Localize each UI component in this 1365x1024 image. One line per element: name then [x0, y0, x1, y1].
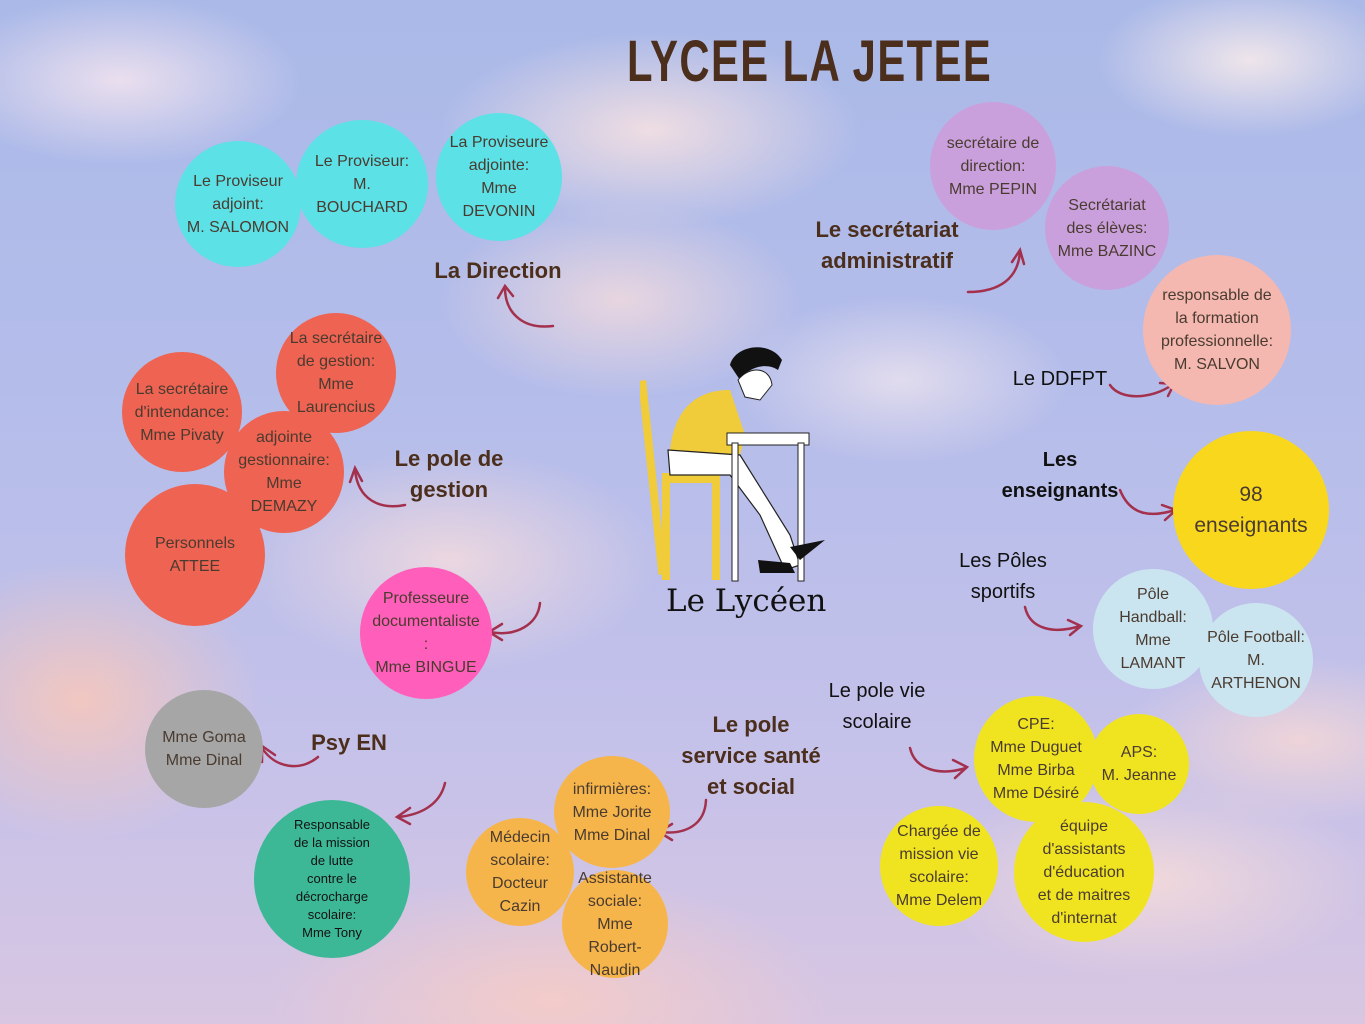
student-at-desk-illustration [640, 347, 825, 582]
center-label: Le Lycéen [666, 583, 827, 619]
arrow-ddfpt [1108, 381, 1176, 398]
node-proviseur-adjoint: Le Proviseur adjoint: M. SALOMON [175, 141, 301, 267]
node-medecin: Médecin scolaire: Docteur Cazin [466, 818, 574, 926]
node-psy-en: Mme Goma Mme Dinal [145, 690, 263, 808]
label-gestion: Le pole de gestion [394, 446, 504, 502]
label-sport: Les Pôles sportifs [959, 550, 1047, 603]
node-decrochage: Responsable de la mission de lutte contr… [254, 800, 410, 958]
node-equipe-assistants: équipe d'assistants d'éducation et de ma… [1014, 802, 1154, 942]
node-infirmieres: infirmières: Mme Jorite Mme Dinal [554, 756, 670, 868]
arrow-doc [486, 601, 542, 642]
node-cpe: CPE: Mme Duguet Mme Birba Mme Désiré [974, 696, 1098, 822]
node-aps: APS: M. Jeanne [1089, 714, 1189, 814]
arrow-psy [260, 743, 320, 768]
node-assistante-sociale: Assistante sociale: Mme Robert- Naudin [562, 870, 668, 979]
node-secretariat-eleves: Secrétariat des élèves: Mme BAZINC [1045, 166, 1169, 290]
label-sante: Le pole service santé et social [681, 712, 821, 799]
label-psy-en: Psy EN [311, 730, 387, 755]
arrow-enseignants [1118, 488, 1179, 522]
label-vie-scolaire: Le pole vie scolaire [828, 680, 926, 733]
node-secretaire-direction: secrétaire de direction: Mme PEPIN [930, 102, 1056, 230]
arrow-sport [1023, 605, 1084, 637]
node-pole-football: Pôle Football: M. ARTHENON [1199, 603, 1313, 717]
label-ddfpt: Le DDFPT [1012, 368, 1108, 390]
node-ddfpt: responsable de la formation professionne… [1143, 255, 1291, 405]
label-enseignants: Les enseignants [1001, 449, 1119, 502]
node-enseignants: 98 enseignants [1173, 431, 1329, 589]
node-professeure-documentaliste: Professeure documentaliste : Mme BINGUE [360, 567, 492, 699]
node-secretaire-intendance: La secrétaire d'intendance: Mme Pivaty [122, 352, 242, 472]
node-charge-mission: Chargée de mission vie scolaire: Mme Del… [880, 806, 998, 926]
arrow-vie [908, 746, 970, 780]
node-personnels-attee: Personnels ATTEE [125, 484, 265, 626]
arrow-direction [496, 283, 555, 328]
node-proviseur: Le Proviseur: M. BOUCHARD [296, 120, 428, 248]
node-proviseure-adjointe: La Proviseure adjointe: Mme DEVONIN [436, 113, 562, 241]
node-pole-handball: Pôle Handball: Mme LAMANT [1093, 569, 1213, 689]
page-title: LYCEE LA JETEE [627, 29, 993, 94]
label-secretariat: Le secrétariat administratif [815, 217, 959, 273]
label-direction: La Direction [434, 258, 562, 283]
arrow-secretariat [966, 247, 1026, 294]
arrow-decrochage [394, 781, 447, 826]
